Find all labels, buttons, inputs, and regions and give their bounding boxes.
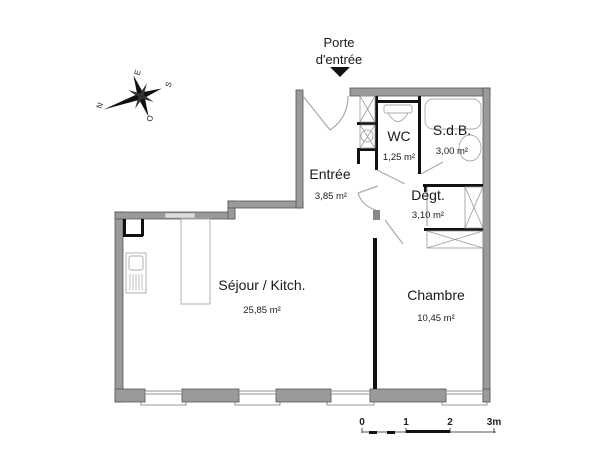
partitions xyxy=(123,96,483,389)
entrance-label-line2: d'entrée xyxy=(315,52,363,67)
room-entree-name: Entrée xyxy=(309,166,351,182)
room-sdb-area: 3,00 m² xyxy=(435,146,469,157)
room-sejour-area: 25,85 m² xyxy=(243,305,281,316)
scale-bar xyxy=(361,428,496,434)
entrance-label: Porte d'entrée xyxy=(316,34,363,68)
scale-tick-2: 2 xyxy=(447,417,453,428)
exterior-walls xyxy=(114,87,491,403)
scale-tick-1: 1 xyxy=(403,417,409,428)
doors xyxy=(302,95,444,245)
room-degt-name: Dégt. xyxy=(411,187,445,203)
compass-rose-icon xyxy=(103,75,162,117)
entrance-label-line1: Porte xyxy=(323,35,355,50)
room-sejour-name: Séjour / Kitch. xyxy=(218,277,306,293)
room-chambre-area: 10,45 m² xyxy=(417,313,455,324)
windows xyxy=(140,390,488,406)
scale-tick-3: 3m xyxy=(486,417,502,428)
room-degt-area: 3,10 m² xyxy=(411,210,445,221)
closets xyxy=(359,95,484,249)
room-sdb-name: S.d.B. xyxy=(432,122,472,138)
room-entree-area: 3,85 m² xyxy=(314,191,348,202)
room-wc-area: 1,25 m² xyxy=(382,152,416,163)
room-chambre-name: Chambre xyxy=(407,287,465,303)
room-wc-name: WC xyxy=(387,128,411,144)
entrance-arrow-icon xyxy=(330,67,350,77)
fixtures xyxy=(125,98,482,305)
scale-tick-0: 0 xyxy=(359,417,365,428)
